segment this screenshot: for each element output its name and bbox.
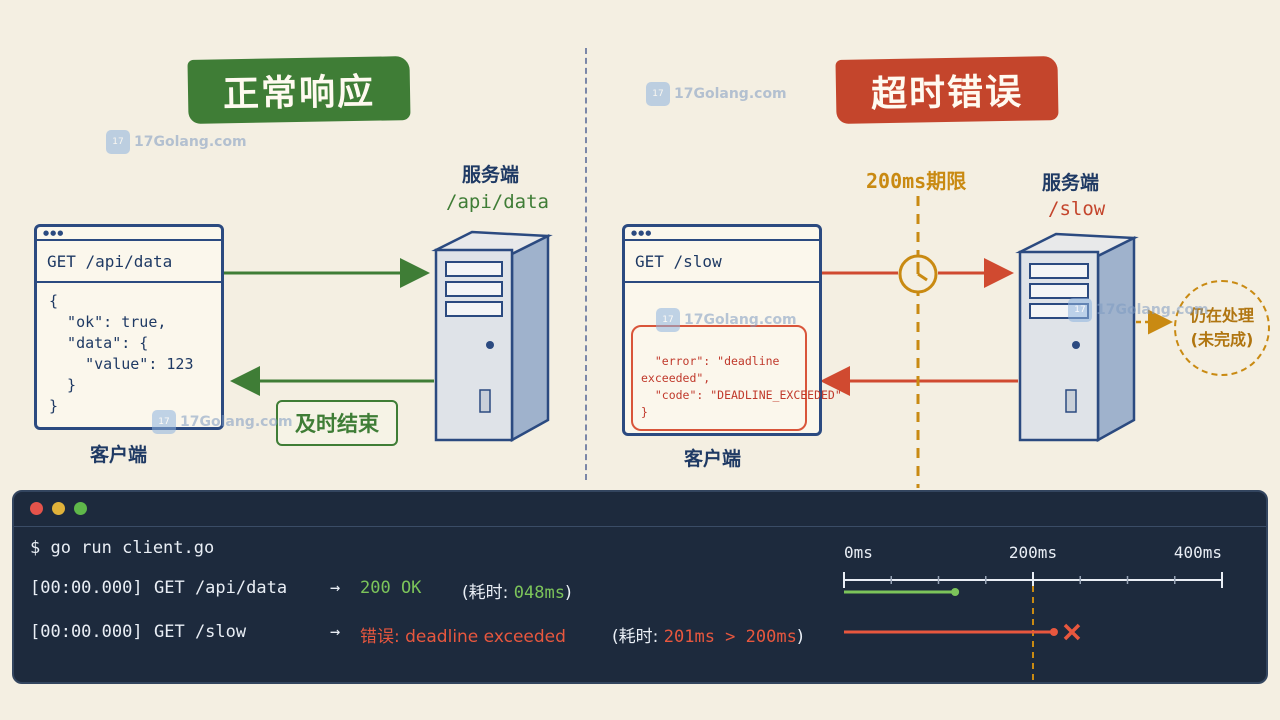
window-dots-icon: ●●● xyxy=(43,229,65,237)
row1-result: 200 OK xyxy=(360,578,422,598)
row2-timestamp: [00:00.000] xyxy=(30,622,143,642)
watermark-logo-icon: 17 xyxy=(646,82,670,106)
timeline-tick-label: 0ms xyxy=(844,543,873,562)
error-body: "error": "deadline exceeded", "code": "D… xyxy=(641,354,842,419)
watermark-logo-icon: 17 xyxy=(1068,298,1092,322)
section-divider xyxy=(585,48,587,480)
terminal-window: $ go run client.go [00:00.000] GET /api/… xyxy=(12,490,1268,684)
timeline-slow-end xyxy=(1049,628,1058,636)
pending-line-2: (未完成) xyxy=(1190,330,1254,349)
timeline-ok-end xyxy=(951,588,960,596)
still-processing-badge: 仍在处理 (未完成) xyxy=(1174,280,1270,376)
server-path-left: /api/data xyxy=(446,191,549,213)
server-label-right: 服务端 xyxy=(1042,172,1100,194)
on-time-badge: 及时结束 xyxy=(276,400,398,446)
row2-arrow: → xyxy=(330,622,341,642)
clock-icon xyxy=(898,254,938,294)
watermark: 17 17Golang.com xyxy=(106,130,247,154)
timeline-tick-label: 400ms xyxy=(1174,543,1222,562)
minimize-dot-icon[interactable] xyxy=(52,502,65,515)
row2-request: GET /slow xyxy=(154,622,247,642)
client-label-right: 客户端 xyxy=(684,448,742,470)
error-box: "error": "deadline exceeded", "code": "D… xyxy=(631,325,842,431)
row2-result: 错误: deadline exceeded xyxy=(360,627,566,647)
close-dot-icon[interactable] xyxy=(30,502,43,515)
watermark: 17 17Golang.com xyxy=(656,308,797,332)
watermark: 17 17Golang.com xyxy=(152,410,293,434)
client-window-right: ●●● GET /slow "error": "deadline exceede… xyxy=(622,224,842,436)
watermark-logo-icon: 17 xyxy=(656,308,680,332)
pending-line-1: 仍在处理 xyxy=(1189,306,1254,325)
watermark-logo-icon: 17 xyxy=(152,410,176,434)
timeline-tick-label: 200ms xyxy=(1009,543,1057,562)
server-label-left: 服务端 xyxy=(462,164,520,186)
client-label-left: 客户端 xyxy=(90,444,148,466)
maximize-dot-icon[interactable] xyxy=(74,502,87,515)
deadline-label: 200ms期限 xyxy=(866,169,967,193)
response-body-left: { "ok": true, "data": { "value": 123 } } xyxy=(49,292,194,415)
terminal-titlebar xyxy=(14,492,1266,527)
row1-arrow: → xyxy=(330,578,341,598)
watermark: 17 17Golang.com xyxy=(646,82,787,106)
timeline-chart: 0ms 200ms 400ms xyxy=(843,543,1223,682)
request-line-right: GET /slow xyxy=(625,241,819,283)
row2-timing: (耗时: 201ms > 200ms) xyxy=(612,627,804,647)
window-dots-icon: ●●● xyxy=(631,229,653,237)
request-line-left: GET /api/data xyxy=(37,241,221,283)
watermark: 17 17Golang.com xyxy=(1068,298,1209,322)
server-icon-left xyxy=(431,230,553,443)
server-path-right: /slow xyxy=(1048,198,1106,220)
watermark-logo-icon: 17 xyxy=(106,130,130,154)
timeline-fail-x-icon xyxy=(1063,623,1081,641)
row1-request: GET /api/data xyxy=(154,578,288,598)
terminal-command: $ go run client.go xyxy=(30,538,215,558)
row1-timestamp: [00:00.000] xyxy=(30,578,143,598)
server-icon-right xyxy=(1015,232,1139,443)
row1-timing: (耗时: 048ms) xyxy=(462,583,572,603)
diagram-canvas xyxy=(222,196,1173,488)
client-window-left: ●●● GET /api/data { "ok": true, "data": … xyxy=(34,224,224,430)
